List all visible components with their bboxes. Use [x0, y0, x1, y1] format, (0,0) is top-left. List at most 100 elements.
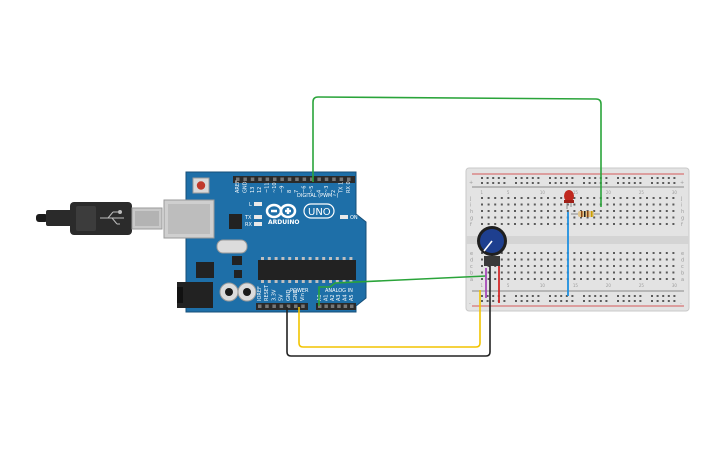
header-pin[interactable]: [236, 177, 240, 182]
breadboard-hole[interactable]: [626, 223, 629, 225]
header-pin[interactable]: [273, 177, 277, 182]
breadboard-hole[interactable]: [672, 223, 675, 225]
breadboard-hole[interactable]: [547, 223, 549, 225]
breadboard-hole[interactable]: [520, 258, 523, 261]
breadboard-hole[interactable]: [527, 223, 530, 225]
breadboard-hole[interactable]: [665, 258, 668, 261]
breadboard-hole[interactable]: [553, 197, 556, 199]
header-pin[interactable]: [295, 177, 299, 182]
breadboard-hole[interactable]: [503, 300, 506, 302]
breadboard-hole[interactable]: [672, 265, 675, 267]
breadboard-hole[interactable]: [594, 182, 597, 184]
breadboard-hole[interactable]: [639, 295, 642, 297]
breadboard-hole[interactable]: [619, 252, 622, 254]
breadboard-hole[interactable]: [514, 197, 516, 199]
breadboard-hole[interactable]: [599, 295, 602, 297]
breadboard-hole[interactable]: [599, 265, 602, 267]
breadboard-hole[interactable]: [628, 295, 631, 297]
breadboard-hole[interactable]: [672, 210, 675, 212]
breadboard-hole[interactable]: [481, 210, 483, 212]
breadboard-hole[interactable]: [656, 182, 659, 184]
breadboard-hole[interactable]: [573, 197, 576, 199]
breadboard-hole[interactable]: [588, 177, 591, 179]
breadboard-hole[interactable]: [646, 271, 648, 274]
breadboard-hole[interactable]: [514, 223, 516, 225]
breadboard-hole[interactable]: [639, 216, 642, 219]
breadboard-hole[interactable]: [599, 258, 602, 261]
breadboard-hole[interactable]: [606, 197, 609, 199]
breadboard-hole[interactable]: [652, 252, 655, 254]
breadboard-hole[interactable]: [540, 223, 543, 225]
breadboard-hole[interactable]: [487, 203, 490, 206]
breadboard-hole[interactable]: [662, 182, 665, 184]
breadboard-hole[interactable]: [527, 210, 530, 212]
breadboard-hole[interactable]: [667, 177, 670, 179]
breadboard-hole[interactable]: [520, 182, 523, 184]
breadboard-hole[interactable]: [580, 258, 582, 261]
breadboard-hole[interactable]: [494, 216, 497, 219]
header-pin[interactable]: [339, 177, 344, 182]
breadboard-hole[interactable]: [672, 252, 675, 254]
breadboard-hole[interactable]: [560, 295, 563, 297]
breadboard-hole[interactable]: [527, 252, 530, 254]
breadboard-hole[interactable]: [492, 295, 495, 297]
breadboard-hole[interactable]: [553, 223, 556, 225]
breadboard-hole[interactable]: [593, 278, 596, 280]
breadboard-hole[interactable]: [520, 216, 523, 219]
breadboard-hole[interactable]: [639, 271, 642, 274]
breadboard-hole[interactable]: [481, 258, 483, 261]
breadboard-hole[interactable]: [646, 278, 648, 280]
breadboard-hole[interactable]: [481, 300, 483, 302]
breadboard-hole[interactable]: [533, 252, 536, 254]
breadboard-hole[interactable]: [619, 216, 622, 219]
breadboard-hole[interactable]: [560, 300, 563, 302]
breadboard-hole[interactable]: [537, 182, 540, 184]
breadboard-hole[interactable]: [560, 252, 563, 254]
breadboard-hole[interactable]: [628, 182, 631, 184]
breadboard-hole[interactable]: [628, 177, 631, 179]
breadboard-hole[interactable]: [481, 182, 483, 184]
power-header-pin[interactable]: [258, 304, 262, 309]
breadboard-hole[interactable]: [667, 295, 670, 297]
breadboard-hole[interactable]: [672, 216, 675, 219]
breadboard-hole[interactable]: [599, 216, 602, 219]
breadboard-hole[interactable]: [486, 177, 489, 179]
breadboard-hole[interactable]: [481, 203, 483, 206]
breadboard-hole[interactable]: [619, 265, 622, 267]
header-pin[interactable]: [302, 177, 307, 182]
breadboard-hole[interactable]: [646, 265, 648, 267]
breadboard-hole[interactable]: [526, 177, 529, 179]
breadboard-hole[interactable]: [573, 271, 576, 274]
breadboard-hole[interactable]: [580, 197, 582, 199]
breadboard-hole[interactable]: [481, 278, 483, 280]
breadboard-hole[interactable]: [497, 177, 500, 179]
breadboard-hole[interactable]: [520, 265, 523, 267]
breadboard-hole[interactable]: [580, 271, 582, 274]
breadboard-hole[interactable]: [553, 216, 556, 219]
breadboard-hole[interactable]: [593, 197, 596, 199]
breadboard-hole[interactable]: [651, 295, 653, 297]
breadboard-hole[interactable]: [672, 258, 675, 261]
power-header-pin[interactable]: [301, 304, 305, 309]
breadboard-hole[interactable]: [573, 265, 576, 267]
breadboard-hole[interactable]: [632, 210, 635, 212]
breadboard-hole[interactable]: [560, 271, 563, 274]
breadboard-hole[interactable]: [626, 258, 629, 261]
breadboard-hole[interactable]: [652, 210, 655, 212]
analog-header-pin[interactable]: [343, 304, 348, 309]
breadboard-hole[interactable]: [586, 203, 589, 206]
breadboard-hole[interactable]: [673, 182, 676, 184]
breadboard-hole[interactable]: [586, 197, 589, 199]
breadboard-hole[interactable]: [606, 271, 609, 274]
breadboard-hole[interactable]: [659, 258, 662, 261]
breadboard-hole[interactable]: [639, 265, 642, 267]
breadboard-hole[interactable]: [553, 278, 556, 280]
breadboard-hole[interactable]: [656, 300, 659, 302]
breadboard-hole[interactable]: [487, 271, 490, 274]
breadboard-hole[interactable]: [487, 210, 490, 212]
breadboard-hole[interactable]: [527, 271, 530, 274]
breadboard-hole[interactable]: [593, 210, 596, 212]
breadboard-hole[interactable]: [613, 271, 615, 274]
breadboard-hole[interactable]: [672, 271, 675, 274]
breadboard-hole[interactable]: [633, 177, 636, 179]
